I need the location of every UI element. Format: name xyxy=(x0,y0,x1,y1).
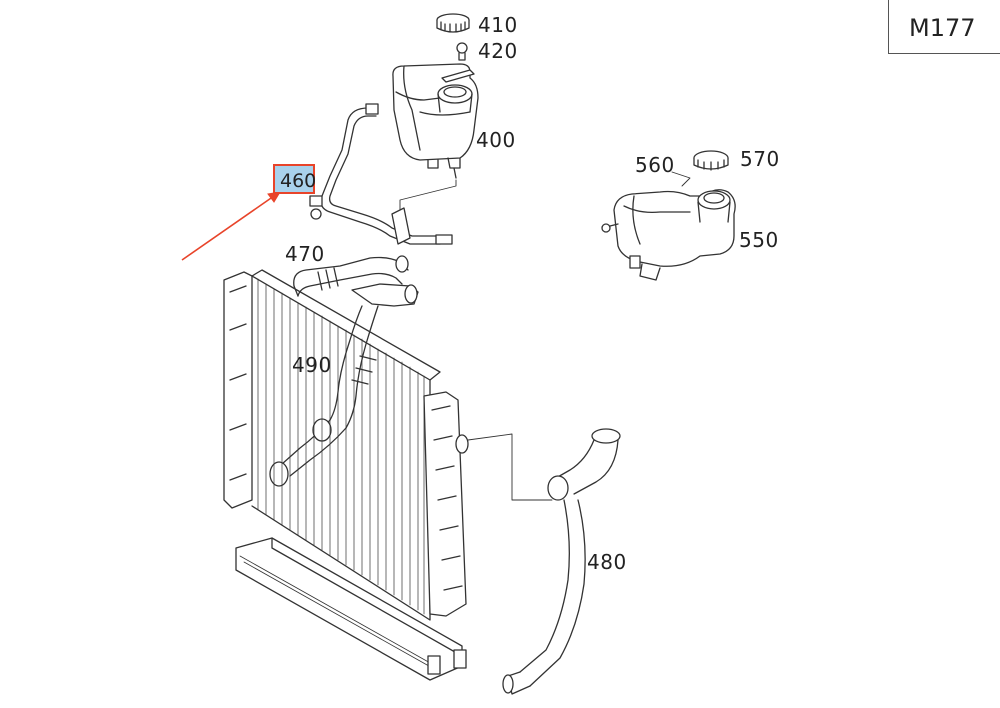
pointer-arrow xyxy=(181,191,281,261)
radiator xyxy=(223,269,553,681)
part-label-470[interactable]: 470 xyxy=(285,242,325,266)
part-label-560[interactable]: 560 xyxy=(635,153,675,177)
hose-480 xyxy=(502,428,621,695)
hose-470 xyxy=(293,255,409,297)
highlighted-part-460[interactable]: 460 xyxy=(273,164,317,194)
hose-490 xyxy=(269,283,419,487)
part-label-490[interactable]: 490 xyxy=(292,353,332,377)
part-label-570[interactable]: 570 xyxy=(740,147,780,171)
part-label-480[interactable]: 480 xyxy=(587,550,627,574)
part-label-550[interactable]: 550 xyxy=(739,228,779,252)
vent-hose-460 xyxy=(309,103,453,245)
model-code: M177 xyxy=(909,14,976,42)
part-label-400[interactable]: 400 xyxy=(476,128,516,152)
expansion-tank-550 xyxy=(601,150,736,281)
part-label-410[interactable]: 410 xyxy=(478,13,518,37)
model-code-box: M177 xyxy=(888,0,1000,54)
part-label-420[interactable]: 420 xyxy=(478,39,518,63)
part-label-460: 460 xyxy=(280,170,317,192)
expansion-tank-400 xyxy=(392,13,479,211)
